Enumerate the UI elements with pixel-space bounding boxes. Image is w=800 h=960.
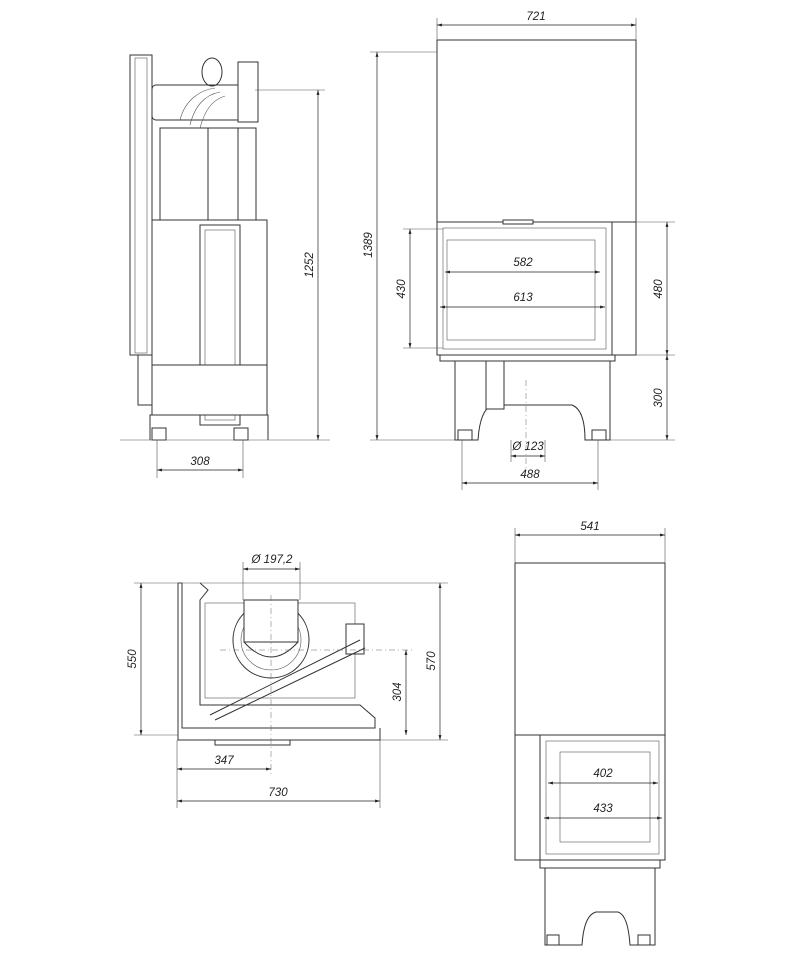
right-glass-width-dimension: 402 (593, 768, 613, 780)
right-door-width-dimension: 433 (593, 803, 613, 815)
door-width-dimension: 613 (513, 292, 533, 304)
glass-width-dimension: 582 (513, 257, 533, 269)
base-height-dimension: 300 (653, 388, 665, 408)
feet-spacing-dimension: 488 (520, 469, 540, 481)
plan-depth-dimension: 550 (127, 649, 139, 669)
front-width-dimension: 721 (526, 11, 545, 23)
side-height-dimension: 1252 (304, 252, 316, 278)
right-side-view: 541 402 433 (514, 521, 666, 946)
flue-offset-width-dimension: 347 (214, 755, 234, 767)
front-view: 721 1389 430 480 300 582 613 Ø 123 488 (363, 11, 675, 490)
side-depth-dimension: 308 (190, 456, 210, 468)
air-inlet-diameter-dimension: Ø 123 (511, 441, 544, 453)
side-view: 1252 308 (120, 54, 330, 478)
flue-diameter-dimension: Ø 197,2 (251, 554, 294, 566)
flue-offset-depth-dimension: 304 (392, 682, 404, 701)
right-width-dimension: 541 (580, 521, 599, 533)
door-height-dimension: 480 (653, 279, 665, 299)
plan-width-dimension: 730 (268, 787, 288, 799)
front-total-height-dimension: 1389 (363, 232, 375, 258)
plan-total-depth-dimension: 570 (426, 651, 438, 671)
plan-view: Ø 197,2 550 570 304 347 730 (127, 554, 448, 808)
glass-height-dimension: 430 (396, 279, 408, 299)
